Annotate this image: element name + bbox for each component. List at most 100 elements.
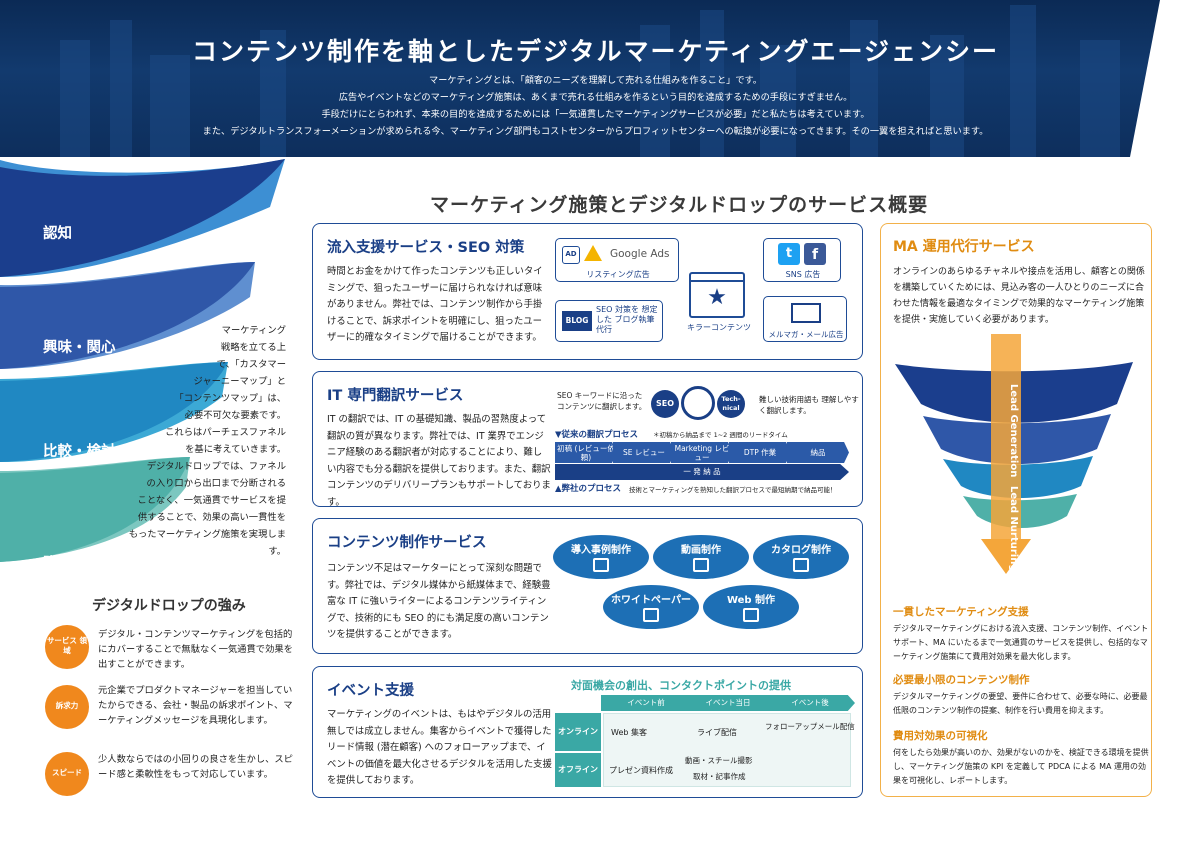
bubble-label: Web 制作	[726, 595, 776, 606]
paper-icon	[643, 608, 659, 622]
seo-badge: SEO	[651, 390, 679, 418]
filming-cell: 動画・スチール撮影	[685, 756, 753, 765]
funnel-text-line: デジタルドロップでは、ファネル	[146, 461, 286, 472]
mail-icon	[791, 303, 821, 323]
blog-icon: BLOG	[562, 311, 592, 331]
icon-label: 訴求力	[55, 701, 79, 710]
blog-label: SEO 対策を 想定した ブログ執筆代行	[596, 305, 658, 334]
hero-line: また、デジタルトランスフォーメーションが求められる今、マーケティング部門もコスト…	[202, 126, 989, 137]
strength-text: 元企業でプロダクトマネージャーを担当していたからできる、会社・製品の訴求ポイント…	[98, 685, 293, 726]
blog-tag: BLOG SEO 対策を 想定した ブログ執筆代行	[555, 300, 663, 342]
old-process-label: ▼従来の翻訳プロセス	[555, 430, 639, 440]
article-cell: 取材・記事作成	[693, 772, 746, 781]
funnel-stage-purchase: 購入	[43, 556, 72, 572]
icon-label: サービス 領域	[46, 636, 88, 655]
step-se-review: SE レビュー	[613, 442, 675, 463]
point-title: 一貫したマーケティング支援	[893, 606, 1029, 618]
tech-note: 難しい技術用語も 理解しやすく翻訳します。	[759, 395, 859, 415]
speed-icon: スピード	[45, 752, 89, 796]
strengths-title: デジタルドロップの強み	[92, 598, 246, 614]
appeal-icon: 訴求力	[45, 685, 89, 729]
catalog-bubble: カタログ制作	[753, 535, 849, 579]
new-process-label: ▲弊社のプロセス	[555, 484, 622, 494]
bubble-label: ホワイトペーパー	[611, 595, 691, 606]
point-title: 必要最小限のコンテンツ制作	[893, 674, 1030, 686]
globe-icon	[681, 386, 715, 420]
twitter-icon: t	[778, 243, 800, 265]
video-bubble: 動画制作	[653, 535, 749, 579]
seo-note: SEO キーワードに沿った コンテンツに翻訳します。	[557, 391, 647, 411]
point-text: デジタルマーケティングの要望、要件に合わせて、必要な時に、必要最低限のコンテンツ…	[893, 692, 1148, 715]
event-grid	[603, 713, 851, 787]
step-delivery: 納品	[787, 442, 849, 463]
content-text: コンテンツ不足はマーケターにとって深刻な問題です。弊社では、デジタル媒体から紙媒…	[327, 563, 551, 640]
browser-bar	[691, 274, 743, 282]
seo-text: 時間とお金をかけて作ったコンテンツも正しいタイミングで、狙ったユーザーに届けられ…	[327, 266, 543, 343]
technical-badge: Tech- nical	[717, 390, 745, 418]
point-text: 何をしたら効果が高いのか、効果がないのかを、検証できる環境を提供し、マーケティン…	[893, 748, 1149, 785]
funnel-text-line: これらはパーチェスファネル	[165, 427, 286, 438]
bubble-label: 導入事例制作	[571, 545, 631, 556]
strength-text: デジタル・コンテンツマーケティングを包括的にカバーすることで無駄なく一気通貫で効…	[98, 629, 293, 670]
funnel-text-line: 必要不可欠な要素です。	[184, 410, 286, 421]
col-day: イベント当日	[683, 695, 773, 711]
hero-line: マーケティングとは、「顧客のニーズを理解して売れる仕組みを作ること」です。	[429, 75, 762, 86]
row-offline: オフライン	[555, 753, 601, 787]
document-icon	[593, 558, 609, 572]
funnel-text-line: で、「カスタマー	[216, 359, 286, 370]
killer-content-label: キラーコンテンツ	[687, 323, 751, 332]
hero-line: 手段だけにとらわれず、本来の目的を達成するためには「一気通貫したマーケティングサ…	[321, 109, 870, 120]
point-title: 費用対効果の可視化	[893, 730, 988, 742]
services-section-title: マーケティング施策とデジタルドロップのサービス概要	[430, 194, 929, 216]
step-marketing-review: Marketing レビュー	[671, 442, 733, 463]
funnel-text-line: を基に考えていきます。	[185, 444, 286, 455]
funnel-text-line: もったマーケティング施策を実現します。	[128, 529, 286, 557]
bubble-label: 動画制作	[681, 545, 721, 556]
old-process-note: ＊初稿から納品まで 1~2 週間のリードタイム	[653, 431, 788, 439]
funnel-text-line: 戦略を立てる上	[220, 342, 286, 353]
ma-text: オンラインのあらゆるチャネルや接点を活用し、顧客との関係を構築していくためには、…	[893, 267, 1145, 325]
hero-intro: マーケティングとは、「顧客のニーズを理解して売れる仕組みを作ること」です。 広告…	[0, 72, 1191, 140]
content-title: コンテンツ制作サービス	[327, 535, 487, 551]
live-stream-cell: ライブ配信	[697, 728, 737, 737]
web-page-icon	[743, 608, 759, 622]
killer-content-graphic: ★	[689, 272, 745, 318]
bubble-label: カタログ制作	[771, 545, 831, 556]
it-translation-box: IT 専門翻訳サービス IT の翻訳では、IT の基礎知識、製品の習熟度よって翻…	[312, 371, 863, 508]
whitepaper-bubble: ホワイトペーパー	[603, 585, 699, 629]
sns-ad-label: SNS 広告	[785, 270, 821, 279]
case-study-bubble: 導入事例制作	[553, 535, 649, 579]
ma-title: MA 運用代行サービス	[893, 239, 1035, 255]
hero-banner: コンテンツ制作を軸としたデジタルマーケティングエージェンシー マーケティングとは…	[0, 0, 1191, 157]
seo-title: 流入支援サービス・SEO 対策	[327, 240, 525, 256]
ma-funnel-graphic	[895, 334, 1133, 574]
new-process-note: 技術とマーケティングを熟知した翻訳プロセスで最短納期で納品可能！	[629, 486, 837, 494]
video-icon	[693, 558, 709, 572]
funnel-stage-interest: 興味・関心	[43, 340, 116, 356]
purchase-funnel-graphic	[0, 159, 285, 562]
strength-text: 少人数ならではの小回りの良さを生かし、スピード感と柔軟性をもって対応しています。	[98, 754, 293, 780]
web-bubble: Web 制作	[703, 585, 799, 629]
row-online: オンライン	[555, 713, 601, 751]
listing-ad-label: リスティング広告	[586, 270, 650, 279]
seo-service-box: 流入支援サービス・SEO 対策 時間とお金をかけて作ったコンテンツも正しいタイミ…	[312, 223, 863, 360]
col-before: イベント前	[601, 695, 691, 711]
event-title: イベント支援	[327, 683, 414, 699]
sns-tag: t f SNS 広告	[763, 238, 841, 282]
star-icon: ★	[707, 285, 727, 310]
funnel-text-line: の入り口から出口まで分断される	[146, 478, 286, 489]
google-ads-tag: AD Google Ads リスティング広告	[555, 238, 679, 282]
web-acquisition-cell: Web 集客	[611, 728, 647, 737]
presentation-cell: プレゼン資料作成	[609, 766, 673, 775]
it-title: IT 専門翻訳サービス	[327, 388, 464, 404]
one-shot-delivery-bar: 一 発 納 品	[555, 464, 849, 480]
col-after: イベント後	[765, 695, 855, 711]
funnel-text-line: 供することで、効果の高い一貫性を	[137, 512, 286, 523]
point-text: デジタルマーケティングにおける流入支援、コンテンツ制作、イベントサポート、MA …	[893, 624, 1149, 661]
hero-line: 広告やイベントなどのマーケティング施策は、あくまで売れる仕組みを作るという目的を…	[338, 92, 853, 103]
funnel-stage-awareness: 認知	[43, 226, 72, 242]
funnel-text-line: マーケティング	[221, 325, 286, 336]
icon-label: スピード	[52, 768, 82, 777]
ma-service-box: MA 運用代行サービス オンラインのあらゆるチャネルや接点を活用し、顧客との関係…	[880, 223, 1152, 797]
mail-label: メルマガ・メール広告	[768, 330, 844, 339]
